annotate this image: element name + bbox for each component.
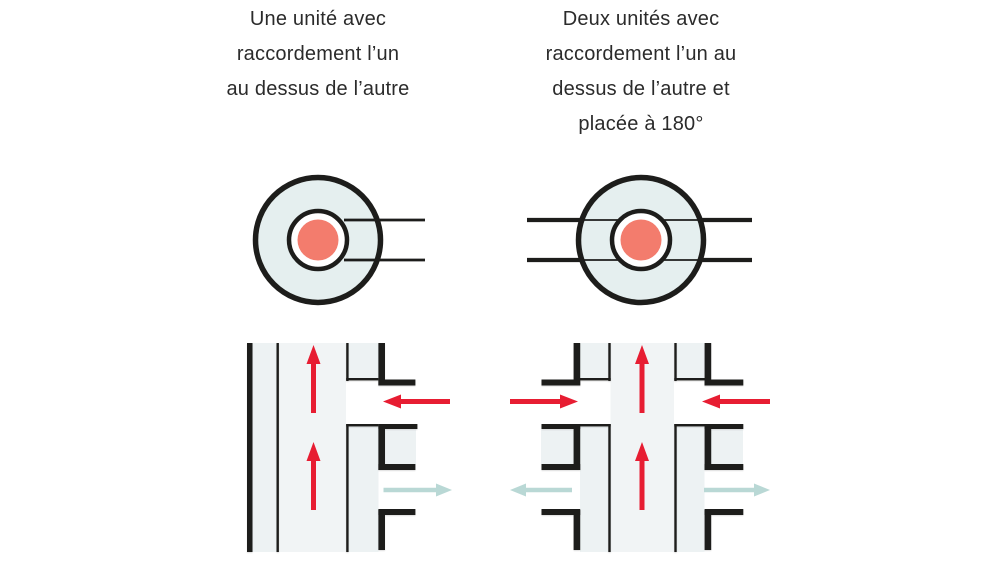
side-view-single-unit — [247, 343, 452, 552]
dual-unit-title: Deux unités avec raccordement l’un au de… — [491, 2, 791, 142]
outer-wall-left-seg3 — [573, 510, 581, 550]
inner-wall-left-upper — [608, 343, 611, 381]
inner-wall-right-lower — [674, 424, 677, 552]
middle-stub-interior — [385, 429, 416, 465]
dual-unit-title-line-4: placée à 180° — [578, 113, 704, 135]
right-annulus-upper — [348, 343, 379, 380]
exhaust-inlet-arrow-right — [702, 394, 770, 409]
top-view-dual-unit — [527, 174, 752, 306]
right-stub-interior — [710, 429, 743, 465]
single-unit-title: Une unité avec raccordement l’un au dess… — [168, 2, 468, 107]
connector-flange-1 — [378, 379, 416, 386]
connector-flange-2 — [378, 424, 418, 429]
air-outlet-arrow — [383, 483, 452, 497]
left-annulus-upper — [580, 343, 609, 380]
outer-wall-right-seg1 — [704, 343, 712, 386]
dual-unit-title-line-3: dessus de l’autre et — [552, 78, 730, 100]
inner-pipe-core — [620, 219, 662, 261]
flue-up-arrow — [635, 442, 649, 510]
flue-up-arrow — [306, 442, 321, 510]
flue-up-arrow — [306, 345, 321, 413]
right-flange-3 — [704, 464, 744, 470]
inner-pipe-core — [297, 219, 339, 261]
annulus-cap-left-lower — [580, 424, 611, 427]
flue-up-arrow — [635, 345, 649, 413]
right-flange-2 — [704, 424, 744, 429]
right-annulus-lower — [676, 425, 705, 552]
outer-wall-right-seg3 — [704, 510, 712, 550]
outer-wall-right-seg3 — [378, 510, 385, 550]
outer-wall-left-seg2 — [573, 424, 581, 470]
exhaust-inlet-arrow — [383, 394, 450, 409]
right-annulus-upper — [676, 343, 705, 380]
left-flange-2 — [541, 424, 581, 429]
single-unit-title-line-3: au dessus de l’autre — [226, 78, 410, 100]
top-view-single-unit — [252, 174, 425, 306]
single-unit-title-line-2: raccordement l’un — [236, 43, 400, 65]
left-flange-4 — [541, 509, 581, 515]
outer-wall-left-seg1 — [573, 343, 581, 386]
outer-wall-right-seg2 — [704, 424, 712, 470]
left-annulus-lower — [580, 425, 609, 552]
air-outlet-arrow-left — [510, 483, 572, 497]
dual-unit-title-line-1: Deux unités avec — [562, 8, 720, 30]
annulus-cap-upper — [346, 378, 379, 381]
inner-wall-right-upper — [346, 343, 349, 381]
right-flange-1 — [704, 379, 744, 386]
connector-flange-3 — [378, 464, 416, 470]
outer-wall-right-seg1 — [378, 343, 385, 386]
inner-wall-left-lower — [608, 424, 611, 552]
exhaust-inlet-arrow-left — [510, 394, 578, 409]
side-view-dual-unit — [510, 343, 770, 552]
annulus-cap-lower — [346, 424, 379, 427]
inner-wall-right-lower — [346, 424, 349, 552]
air-outlet-arrow-right — [704, 483, 770, 497]
left-flange-1 — [541, 379, 581, 386]
single-unit-title-line-1: Une unité avec — [249, 8, 387, 30]
left-flange-3 — [541, 464, 581, 470]
annulus-cap-right-lower — [674, 424, 705, 427]
annulus-cap-left-upper — [580, 378, 611, 381]
connector-flange-4 — [378, 509, 416, 515]
inner-wall-right-upper — [674, 343, 677, 381]
outer-wall-left — [247, 343, 253, 552]
dual-unit-title-line-2: raccordement l’un au — [545, 43, 737, 65]
inner-wall-left — [276, 343, 279, 552]
annulus-cap-right-upper — [674, 378, 705, 381]
right-annulus-lower — [348, 425, 379, 552]
outer-wall-right-seg2 — [378, 424, 385, 470]
left-stub-interior — [541, 429, 574, 465]
left-annulus-channel — [252, 343, 277, 552]
right-flange-4 — [704, 509, 744, 515]
